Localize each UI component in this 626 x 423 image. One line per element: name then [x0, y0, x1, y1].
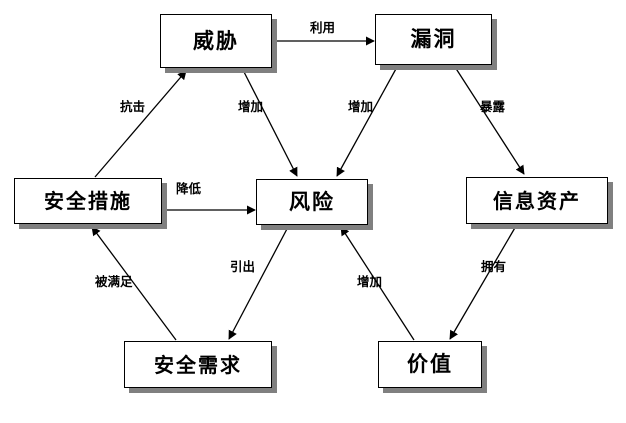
edge-label-resists: 抗击 [120, 99, 146, 114]
edge-vulnerability-risk [336, 66, 398, 177]
node-risk[interactable]: 风险 [256, 179, 368, 225]
edge-label-vulnerability-increases: 增加 [348, 99, 374, 114]
edge-label-exposes: 暴露 [480, 99, 506, 114]
edge-threat-risk [242, 69, 298, 177]
node-value[interactable]: 价值 [378, 341, 482, 388]
node-value-label: 价值 [407, 352, 453, 376]
edge-label-threat-increases: 增加 [238, 99, 264, 114]
node-risk-label: 风险 [289, 189, 335, 214]
node-vulnerability-label: 漏洞 [410, 27, 457, 51]
edge-label-derives: 引出 [230, 259, 256, 274]
node-safeguard-label: 安全措施 [44, 189, 132, 213]
edge-label-satisfied-by: 被满足 [95, 274, 133, 289]
edge-asset-value [449, 225, 517, 340]
node-requirement[interactable]: 安全需求 [124, 341, 272, 388]
edge-safeguard-threat [94, 70, 187, 178]
node-asset-label: 信息资产 [493, 188, 581, 213]
node-requirement-label: 安全需求 [154, 352, 242, 377]
edge-risk-requirement [228, 226, 289, 340]
edge-label-value-increases: 增加 [357, 274, 383, 289]
node-safeguard[interactable]: 安全措施 [14, 178, 162, 224]
node-threat[interactable]: 威胁 [160, 14, 272, 68]
node-vulnerability[interactable]: 漏洞 [375, 14, 492, 65]
node-asset[interactable]: 信息资产 [466, 177, 608, 224]
node-threat-label: 威胁 [193, 28, 239, 53]
edge-label-reduces: 降低 [176, 181, 202, 196]
edge-label-exploits: 利用 [310, 20, 336, 35]
edge-label-owns: 拥有 [481, 259, 507, 274]
edge-vulnerability-asset [454, 66, 525, 175]
